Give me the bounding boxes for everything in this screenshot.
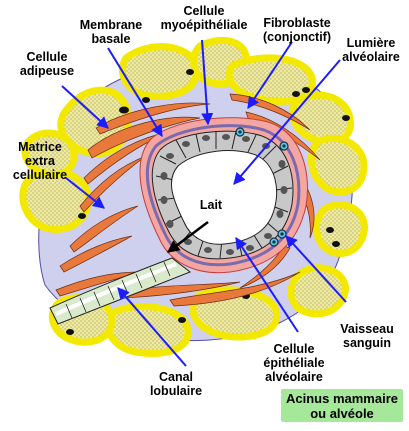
label-membrane-basale: Membrane basale: [79, 18, 143, 46]
label-lumiere-alveolaire: Lumière alvéolaire: [342, 36, 400, 64]
milk-flow-arrow: [167, 221, 209, 253]
acinus-title-badge: Acinus mammaire ou alvéole: [281, 389, 403, 422]
label-cellule-adipeuse: Cellule adipeuse: [19, 50, 75, 78]
label-fibroblaste: Fibroblaste (conjonctif): [262, 16, 332, 44]
label-cellule-epitheliale: Cellule épithéliale alvéolaire: [263, 342, 325, 384]
label-canal: Canal lobulaire: [149, 370, 203, 398]
label-lait: Lait: [199, 198, 223, 212]
basement-membrane: [145, 124, 301, 267]
epithelial-nuclei: [160, 134, 288, 255]
label-cellule-myoepitheliale: Cellule myoépithéliale: [160, 4, 248, 32]
alveolar-lumen: [171, 150, 278, 245]
label-vaisseau: Vaisseau sanguin: [340, 322, 394, 350]
label-matrice: Matrice extra cellulaire: [12, 140, 68, 182]
leader-arrows: [61, 39, 347, 367]
